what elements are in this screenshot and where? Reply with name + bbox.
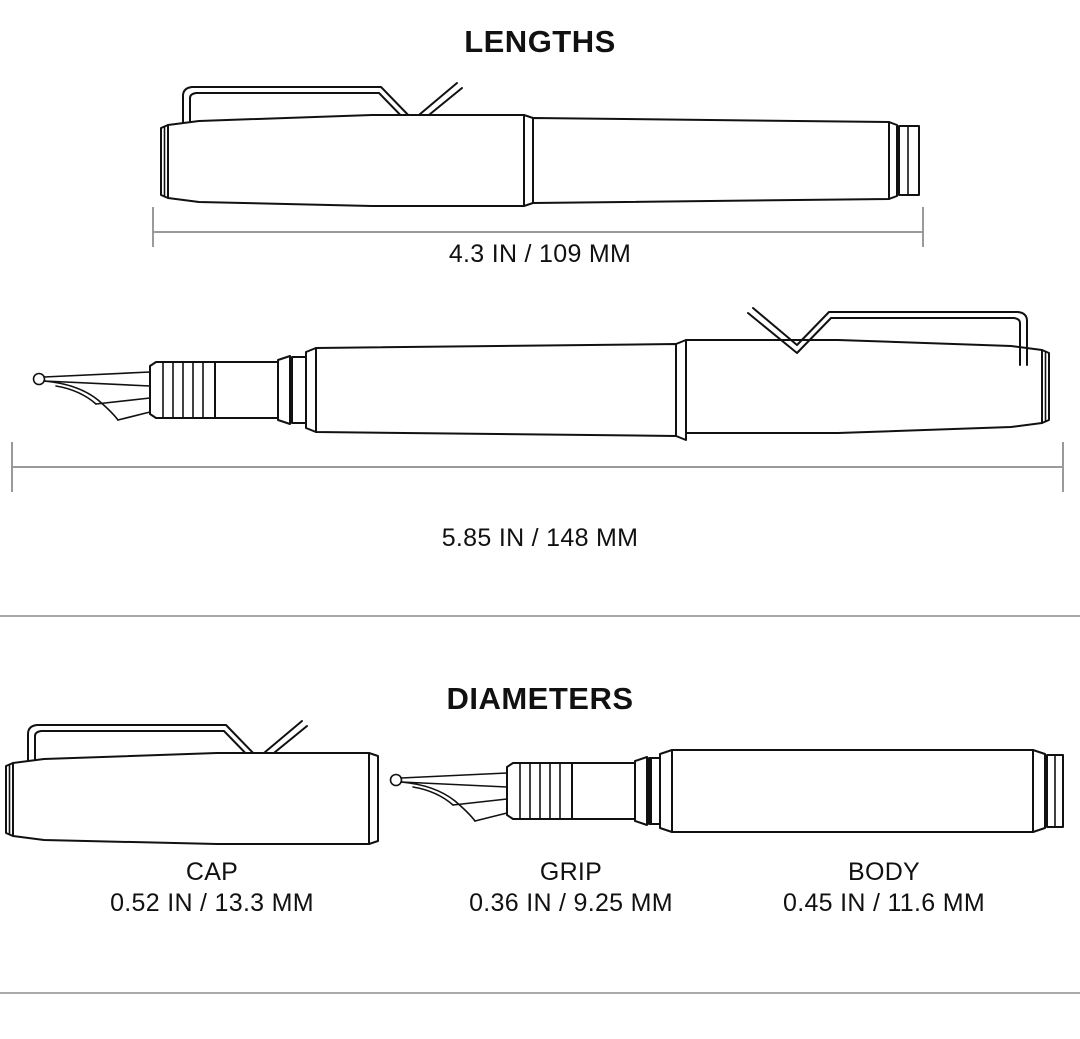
barrel-end-collar: [888, 121, 898, 200]
diameters-components-illustration: [0, 718, 1080, 848]
cap-component-mouth-band: [368, 752, 379, 845]
grip-component-collar: [634, 756, 648, 826]
body-diameter-value: 0.45 IN / 11.6 MM: [783, 888, 985, 917]
posted-cap-barrel: [685, 339, 1043, 434]
barrel-end-finial: [898, 125, 920, 196]
cap-clip-icon: [182, 82, 463, 141]
posted-cap-mouth-band: [675, 339, 687, 441]
grip-nib-tip: [389, 773, 403, 787]
grip-component: [389, 756, 664, 826]
grip-component-smooth: [571, 762, 636, 820]
capped-length-dimension-line: [152, 207, 924, 247]
body-diameter-block: BODY 0.45 IN / 11.6 MM: [714, 857, 1054, 918]
grip-smooth-section: [214, 361, 279, 419]
grip-diameter-name: GRIP: [539, 858, 603, 886]
body-component: [650, 749, 1064, 833]
grip-body-collar: [277, 355, 291, 425]
lengths-section-title: LENGTHS: [464, 24, 616, 59]
cap-diameter-name: CAP: [185, 858, 239, 886]
bottom-divider: [0, 992, 1080, 994]
cap-mouth-band: [523, 114, 534, 207]
body-right-collar: [1032, 749, 1046, 833]
diameters-section-title: DIAMETERS: [446, 681, 634, 716]
cap-component-barrel: [12, 752, 370, 845]
posted-cap: [675, 307, 1050, 441]
body-left-collar: [659, 749, 673, 833]
body-diameter-name: BODY: [847, 858, 921, 886]
grip-diameter-value: 0.36 IN / 9.25 MM: [469, 888, 673, 917]
body-barrel: [671, 749, 1034, 833]
cap-diameter-block: CAP 0.52 IN / 13.3 MM: [42, 857, 382, 918]
section-divider-lengths-diameters: [0, 615, 1080, 617]
capped-length-label: 4.3 IN / 109 MM: [448, 240, 632, 268]
grip-diameter-block: GRIP 0.36 IN / 9.25 MM: [401, 857, 741, 918]
cap-barrel: [167, 114, 525, 207]
barrel-step: [305, 347, 317, 433]
nib-icon: [32, 371, 151, 421]
pen-barrel-posted: [315, 343, 677, 437]
posted-length-label: 5.85 IN / 148 MM: [441, 524, 639, 552]
collar-ring: [291, 356, 307, 424]
cap-diameter-value: 0.52 IN / 13.3 MM: [110, 888, 314, 917]
pen-barrel: [532, 117, 890, 204]
capped-pen-illustration: [0, 72, 1080, 252]
posted-length-dimension-line: [11, 442, 1064, 492]
cap-component: [5, 720, 379, 845]
posted-pen-illustration: [0, 300, 1080, 520]
body-left-finial: [650, 757, 661, 825]
